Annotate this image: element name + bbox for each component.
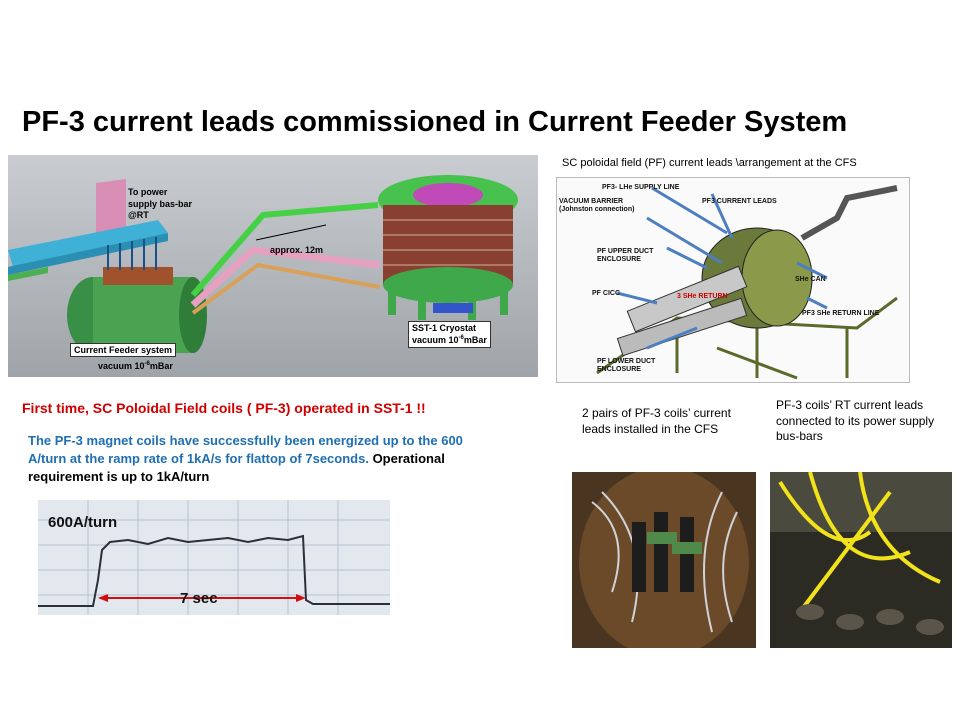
scope-time-label: 7 sec (180, 590, 218, 607)
headline: First time, SC Poloidal Field coils ( PF… (22, 400, 426, 416)
schematic-label-supply-line: PF3- LHe SUPPLY LINE (602, 184, 680, 191)
schematic-label-return-line: PF3 SHe RETURN LINE (802, 310, 880, 317)
photo-caption-left: 2 pairs of PF-3 coils’ current leads ins… (582, 406, 731, 436)
schematic-label-return: 3 SHe RETURN (677, 293, 728, 300)
schematic-label-vacuum-barrier: VACUUM BARRIER (Johnston connection) (559, 198, 635, 213)
distance-label: approx. 12m (270, 245, 324, 255)
schematic-label-pf-cicc: PF CICC (592, 290, 620, 297)
schematic-caption: SC poloidal field (PF) current leads \ar… (562, 157, 857, 169)
schematic-label-upper-duct: PF UPPER DUCT ENCLOSURE (597, 248, 654, 263)
cfs-label: Current Feeder system vacuum 10-6mBar (70, 343, 177, 372)
photo-caption-right: PF-3 coils’ RT current leads connected t… (776, 398, 935, 444)
description: The PF-3 magnet coils have successfully … (28, 432, 498, 487)
current-leads-photo (572, 472, 756, 648)
schematic-label-lower-duct: PF LOWER DUCT ENCLOSURE (597, 358, 656, 373)
oscilloscope-trace-image (38, 500, 390, 615)
description-black-text: Operational requirement is up to 1kA/tur… (28, 451, 445, 485)
schematic-label-current-leads: PF3 CURRENT LEADS (702, 198, 777, 205)
rt-leads-busbar-photo (770, 472, 952, 648)
cryostat-label: SST-1 Cryostat vacuum 10-6mBar (408, 321, 491, 349)
cfs-render-image: To power supply bas-bar @RT approx. 12m … (8, 155, 538, 377)
power-supply-label: To power supply bas-bar @RT (128, 187, 193, 221)
scope-current-label: 600A/turn (48, 514, 118, 531)
slide-title: PF-3 current leads commissioned in Curre… (22, 106, 848, 138)
description-blue-text: The PF-3 magnet coils have successfully … (28, 433, 463, 467)
pf-leads-schematic: PF3- LHe SUPPLY LINE VACUUM BARRIER (Joh… (556, 177, 910, 383)
schematic-label-she-can: SHe CAN (795, 276, 826, 283)
